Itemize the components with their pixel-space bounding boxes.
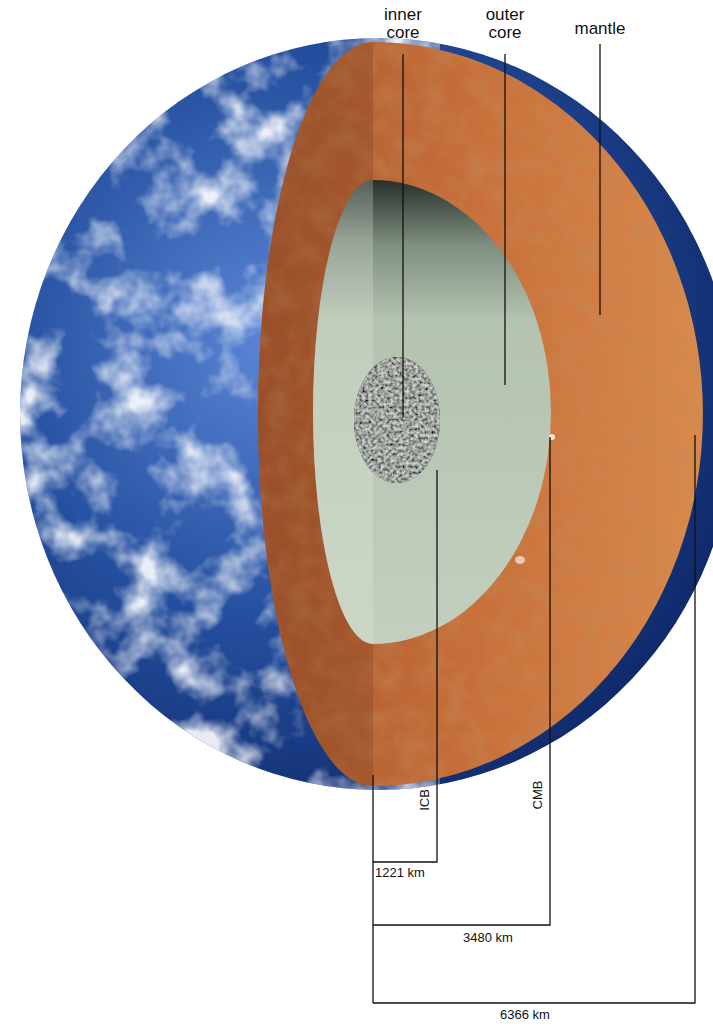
part-label: inner core: [377, 6, 429, 42]
dimension-label: 3480 km: [463, 931, 513, 945]
boundary-label: ICB: [418, 789, 432, 811]
part-label: mantle: [560, 20, 640, 38]
part-label: outer core: [479, 6, 531, 42]
dimension-label: 6366 km: [500, 1008, 550, 1022]
boundary-label: CMB: [531, 781, 545, 810]
dimension-label: 1221 km: [375, 866, 425, 880]
